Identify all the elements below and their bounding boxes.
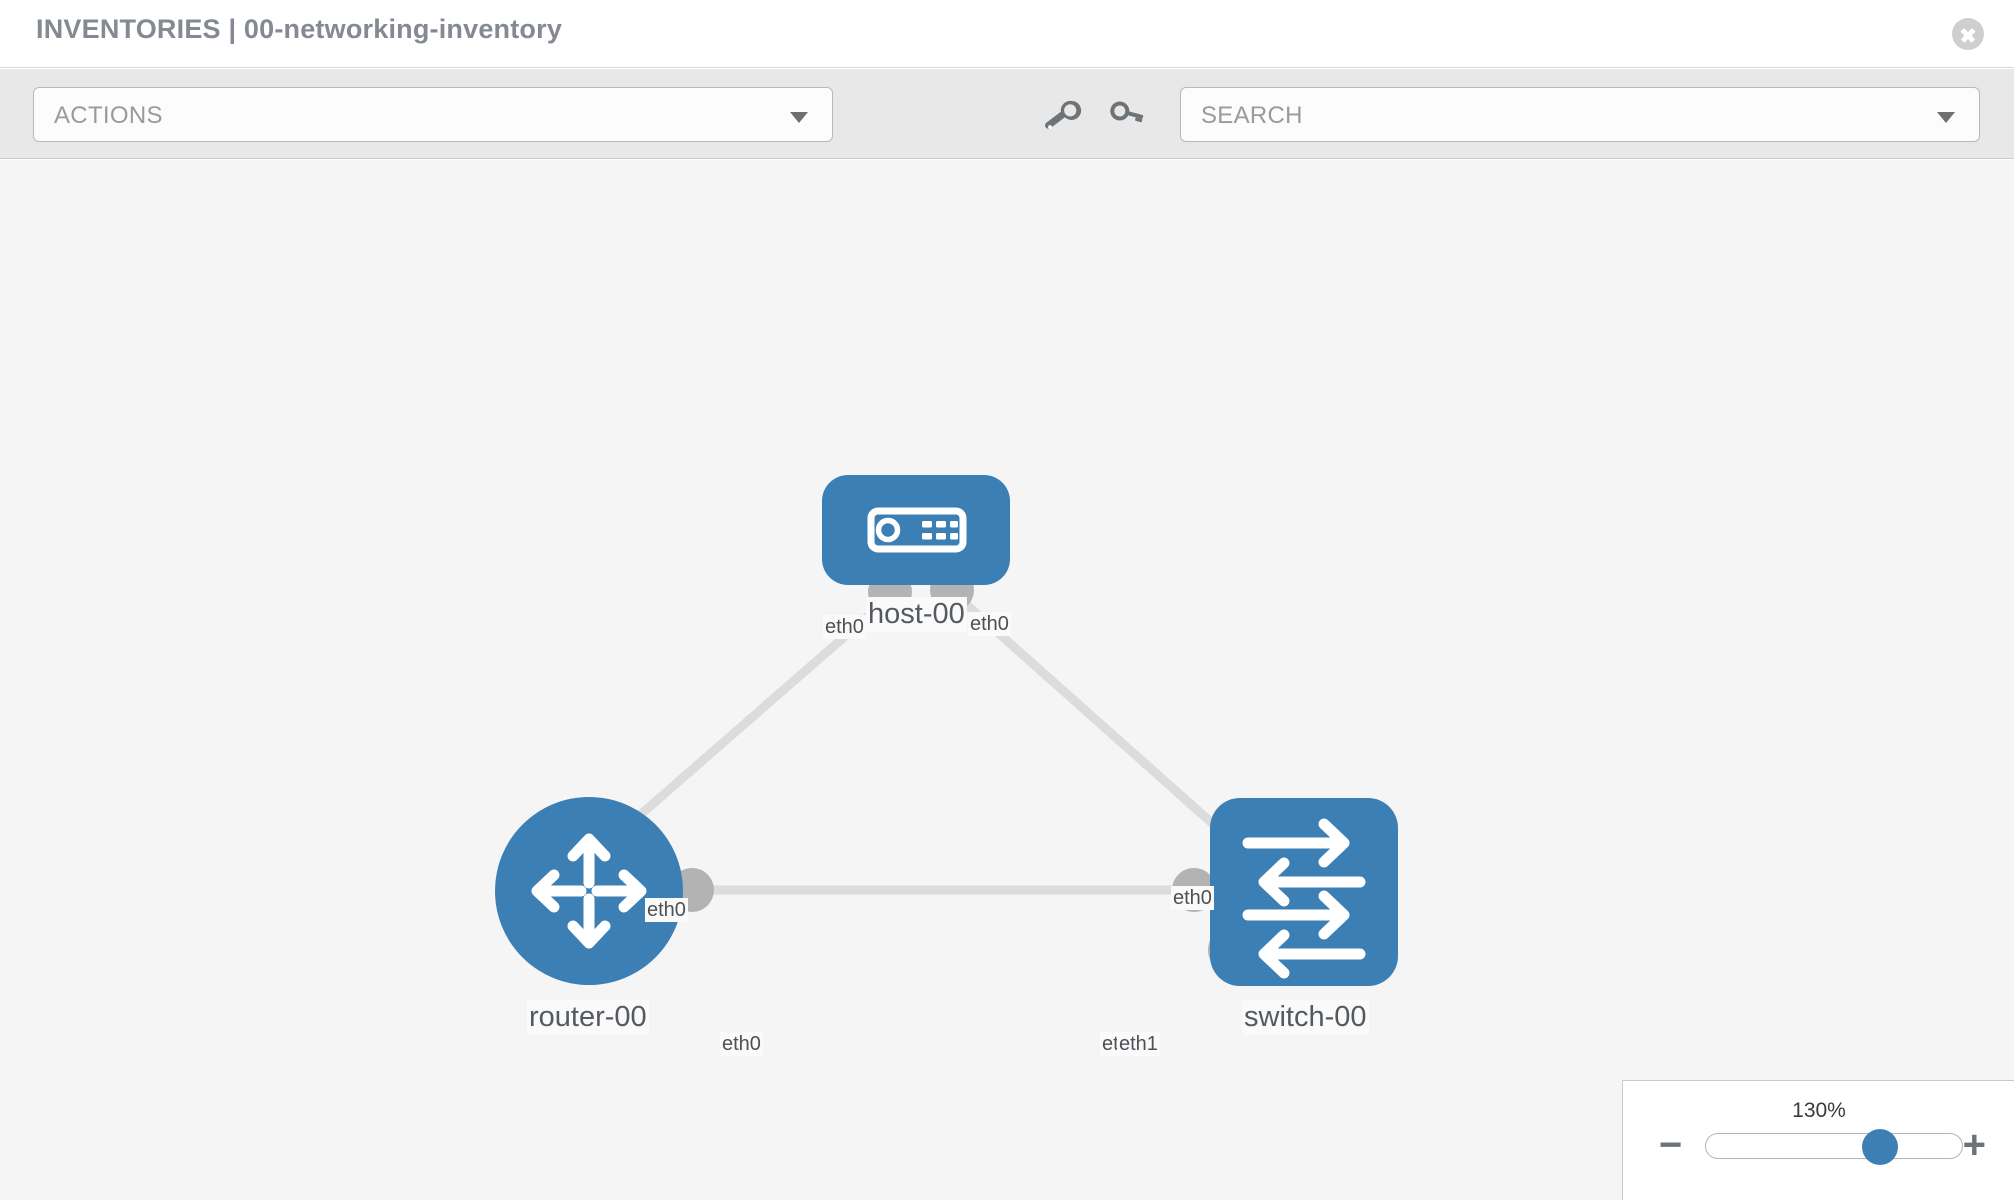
search-input[interactable]: SEARCH xyxy=(1180,87,1980,142)
node-label-router-00: router-00 xyxy=(527,1000,649,1035)
close-icon[interactable] xyxy=(1952,18,1984,50)
chevron-down-icon[interactable] xyxy=(1937,112,1955,123)
page-header: INVENTORIES | 00-networking-inventory xyxy=(0,0,2014,68)
actions-dropdown-label: ACTIONS xyxy=(54,102,163,129)
key-icon[interactable] xyxy=(1105,93,1149,137)
search-placeholder: SEARCH xyxy=(1201,102,1303,129)
zoom-control-panel: 130% − + xyxy=(1622,1080,2014,1200)
node-host-00[interactable] xyxy=(822,475,1010,585)
topology-graph xyxy=(495,475,1398,986)
zoom-slider-thumb[interactable] xyxy=(1862,1129,1898,1165)
wrench-icon[interactable] xyxy=(1038,93,1082,137)
zoom-percent-label: 130% xyxy=(1792,1099,1846,1122)
switch-arrows-icon xyxy=(1242,818,1366,979)
node-label-host-00: host-00 xyxy=(866,597,967,632)
topology-canvas[interactable]: host-00 router-00 switch-00 eth0 eth0 et… xyxy=(0,160,2014,1200)
server-icon xyxy=(867,507,967,553)
zoom-out-button[interactable]: − xyxy=(1659,1123,1683,1167)
page-title: INVENTORIES | 00-networking-inventory xyxy=(36,14,563,44)
actions-dropdown[interactable]: ACTIONS xyxy=(33,87,833,142)
toolbar: ACTIONS SEARCH xyxy=(0,69,2014,159)
interface-label-switch00-eth1: eth1 xyxy=(1117,1032,1160,1056)
router-arrows-icon xyxy=(531,833,647,949)
node-label-switch-00: switch-00 xyxy=(1242,1000,1369,1035)
links-layer xyxy=(597,586,1243,895)
interface-label-router00-eth0: eth0 xyxy=(720,1032,763,1056)
zoom-in-button[interactable]: + xyxy=(1962,1123,1986,1167)
interface-label-switch00-eth0-uplink: eth0 xyxy=(1171,886,1214,910)
node-router-00[interactable] xyxy=(495,797,683,985)
interface-label-host00-eth0-right: eth0 xyxy=(968,612,1011,636)
chevron-down-icon xyxy=(790,112,808,123)
interface-label-host00-eth0-left: eth0 xyxy=(823,615,866,639)
node-switch-00[interactable] xyxy=(1210,798,1398,986)
zoom-slider[interactable] xyxy=(1705,1129,1963,1165)
interface-label-router00-eth0-uplink: eth0 xyxy=(645,898,688,922)
